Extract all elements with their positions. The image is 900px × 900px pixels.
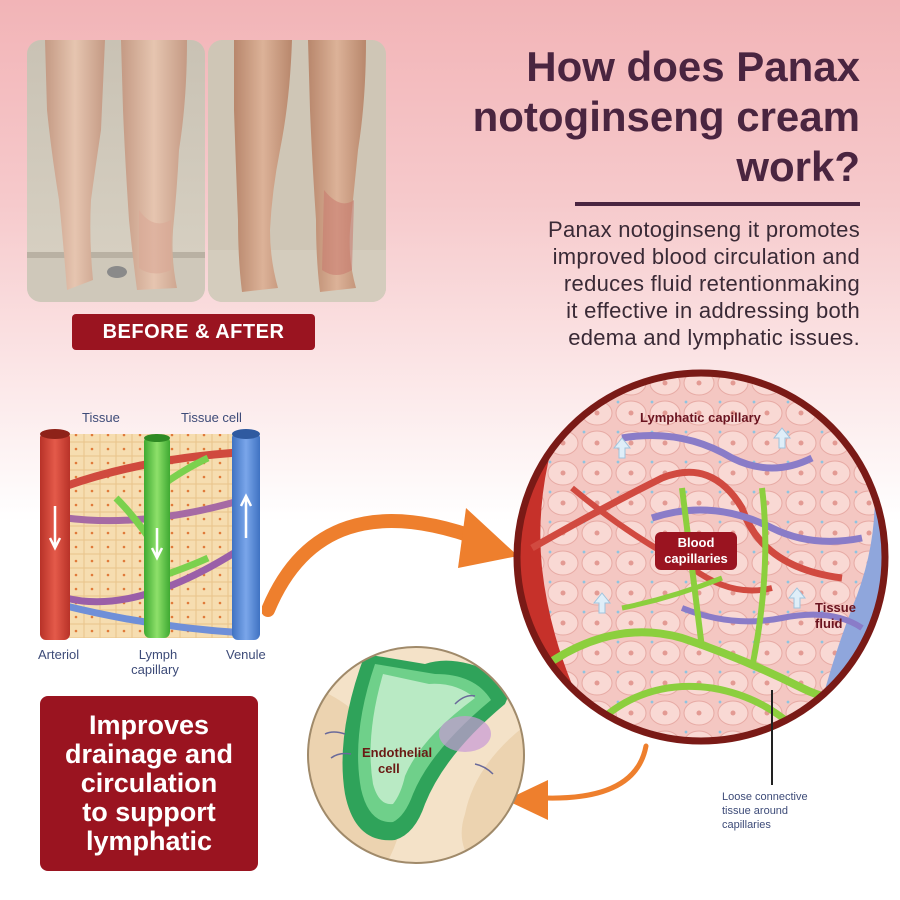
description: Panax notoginseng it promotes improved b… <box>440 216 860 351</box>
endothelial-detail-circle <box>305 644 527 866</box>
title-underline <box>575 202 860 206</box>
arteriol-label: Arteriol <box>38 647 80 662</box>
loose-connective-line: Loose connective <box>722 791 808 803</box>
benefit-line: circulation <box>80 768 218 798</box>
tissue-label: Tissue <box>82 410 120 425</box>
description-line: reduces fluid retentionmaking <box>563 271 860 296</box>
arrow-to-detail <box>262 508 518 617</box>
tissue-cell-label: Tissue cell <box>181 410 242 425</box>
tissue-fluid-label: Tissue fluid <box>815 600 856 632</box>
loose-connective-line: capillaries <box>722 819 771 831</box>
description-line: improved blood circulation and <box>552 244 860 269</box>
benefit-callout: Improves drainage and circulation to sup… <box>40 696 258 871</box>
tissue-fluid-line: Tissue <box>815 600 856 615</box>
loose-connective-line: tissue around <box>722 805 789 817</box>
blood-capillaries-line: capillaries <box>664 551 728 566</box>
headline: How does Panax notoginseng cream work? <box>390 42 860 192</box>
benefit-line: lymphatic <box>85 826 213 856</box>
blood-capillaries-label: Blood capillaries <box>655 532 737 570</box>
lymph-capillary-label: Lymph capillary <box>131 647 182 677</box>
lymphatic-capillary-label: Lymphatic capillary <box>640 410 761 425</box>
description-line: Panax notoginseng it promotes <box>547 217 860 242</box>
blood-capillaries-line: Blood <box>677 535 715 550</box>
lymph-capillary-line: capillary <box>131 662 179 677</box>
endothelial-cell-line: cell <box>378 761 400 776</box>
leader-line <box>771 690 773 785</box>
headline-line: work? <box>736 143 860 190</box>
tissue-fluid-line: fluid <box>815 616 843 631</box>
headline-line: notoginseng cream <box>472 93 860 140</box>
benefit-line: to support <box>82 797 216 827</box>
after-photo <box>208 40 386 302</box>
benefit-line: drainage and <box>64 739 234 769</box>
headline-line: How does Panax <box>526 43 860 90</box>
before-after-badge: BEFORE & AFTER <box>72 314 315 350</box>
description-line: it effective in addressing both <box>566 298 860 323</box>
arrow-to-cell <box>506 743 649 820</box>
description-line: edema and lymphatic issues. <box>568 325 860 350</box>
lymph-capillary-line: Lymph <box>138 647 178 662</box>
benefit-line: Improves <box>88 710 210 740</box>
endothelial-cell-label: Endothelial cell <box>362 745 432 777</box>
vessel-diagram <box>40 429 260 640</box>
loose-connective-label: Loose connective tissue around capillari… <box>722 790 808 832</box>
endothelial-cell-line: Endothelial <box>362 745 433 760</box>
before-photo <box>27 40 205 302</box>
venule-label: Venule <box>226 647 266 662</box>
